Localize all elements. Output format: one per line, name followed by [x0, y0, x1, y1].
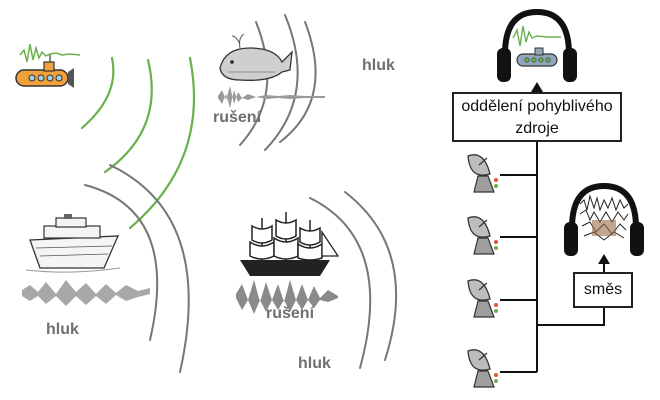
submarine-signal-squiggle: [19, 43, 81, 63]
sensor-dish-2: [467, 216, 498, 255]
sail-arc-2: [344, 191, 398, 361]
interference-label-middle: rušení: [266, 305, 315, 322]
sailing-ship-icon: [240, 212, 340, 276]
signal-arc-1: [80, 56, 115, 130]
headphones-icon: [564, 182, 644, 256]
submarine-icon: [15, 55, 74, 88]
sensor-dish-3: [467, 279, 498, 318]
interference-waveform-top: [218, 86, 325, 108]
connector-lines: [500, 82, 610, 373]
cruise-arc-2: [109, 164, 190, 373]
whale-arc-3: [279, 21, 317, 143]
cruise-ship-icon: [25, 214, 121, 273]
noise-waveform-left: [22, 280, 150, 306]
mix-arrowhead: [598, 254, 610, 264]
signal-wave-arcs: [80, 56, 196, 230]
headphones-icon: [497, 8, 577, 82]
mixed-sources-texture: [579, 194, 629, 241]
mix-feed-line: [537, 308, 605, 326]
mix-box: směs: [573, 272, 633, 308]
noise-label-top-right: hluk: [362, 57, 395, 74]
signal-arc-3: [128, 56, 196, 230]
whale-arc-2: [264, 14, 299, 151]
interference-label-top: rušení: [213, 109, 262, 126]
separated-submarine-icon: [516, 47, 558, 67]
whale-icon: [219, 33, 293, 81]
noise-label-bottom: hluk: [298, 355, 331, 372]
sensor-dish-1: [467, 154, 498, 193]
cruise-arc-1: [84, 184, 159, 341]
separation-arrowhead: [531, 82, 543, 92]
separation-box: oddělení pohyblivého zdroje: [452, 92, 622, 142]
interference-waveform-middle: [236, 280, 338, 314]
satellite-dish-icon: [467, 154, 498, 388]
whale-arc-1: [239, 21, 269, 146]
signal-arc-2: [103, 58, 153, 174]
noise-label-left: hluk: [46, 321, 79, 338]
noise-wave-arcs: [84, 14, 398, 373]
sensor-dish-4: [467, 349, 498, 388]
sail-arc-1: [309, 197, 372, 369]
